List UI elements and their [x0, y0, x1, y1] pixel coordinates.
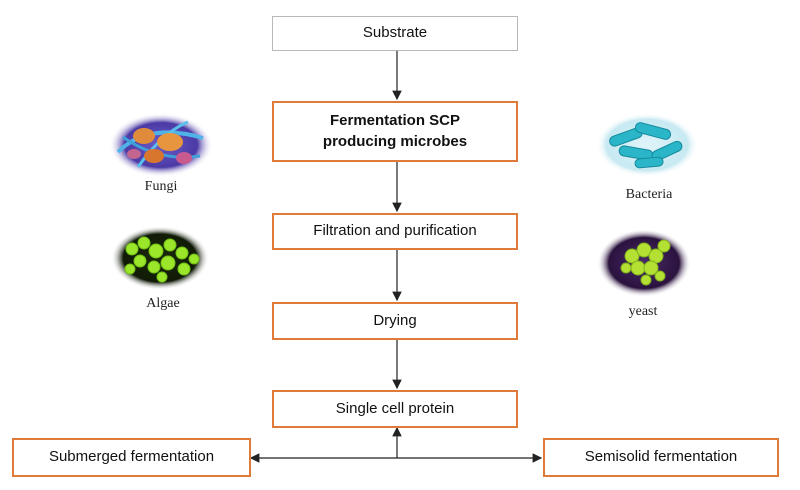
submerged-fermentation-label: Submerged fermentation: [48, 448, 215, 466]
filtration-box: Filtration and purification: [272, 213, 518, 250]
algae-caption: Algae: [146, 296, 180, 311]
filtration-label: Filtration and purification: [313, 222, 477, 240]
bacteria-icon: [596, 113, 698, 177]
submerged-fermentation-box: Submerged fermentation: [12, 438, 251, 477]
substrate-label: Substrate: [362, 24, 428, 42]
bacteria-caption: Bacteria: [625, 187, 673, 202]
fungi-caption: Fungi: [144, 179, 178, 194]
semisolid-fermentation-box: Semisolid fermentation: [543, 438, 779, 477]
drying-box: Drying: [272, 302, 518, 340]
fermentation-label: Fermentation SCP producing microbes: [322, 112, 468, 150]
yeast-caption: yeast: [628, 304, 658, 319]
substrate-box: Substrate: [272, 16, 518, 51]
single-cell-protein-label: Single cell protein: [335, 399, 455, 417]
drying-label: Drying: [373, 311, 417, 329]
yeast-icon: [597, 229, 691, 297]
algae-icon: [111, 226, 209, 290]
single-cell-protein-box: Single cell protein: [272, 390, 518, 428]
fermentation-box: Fermentation SCP producing microbes: [272, 101, 518, 162]
semisolid-fermentation-label: Semisolid fermentation: [584, 448, 738, 466]
fungi-icon: [109, 113, 213, 177]
